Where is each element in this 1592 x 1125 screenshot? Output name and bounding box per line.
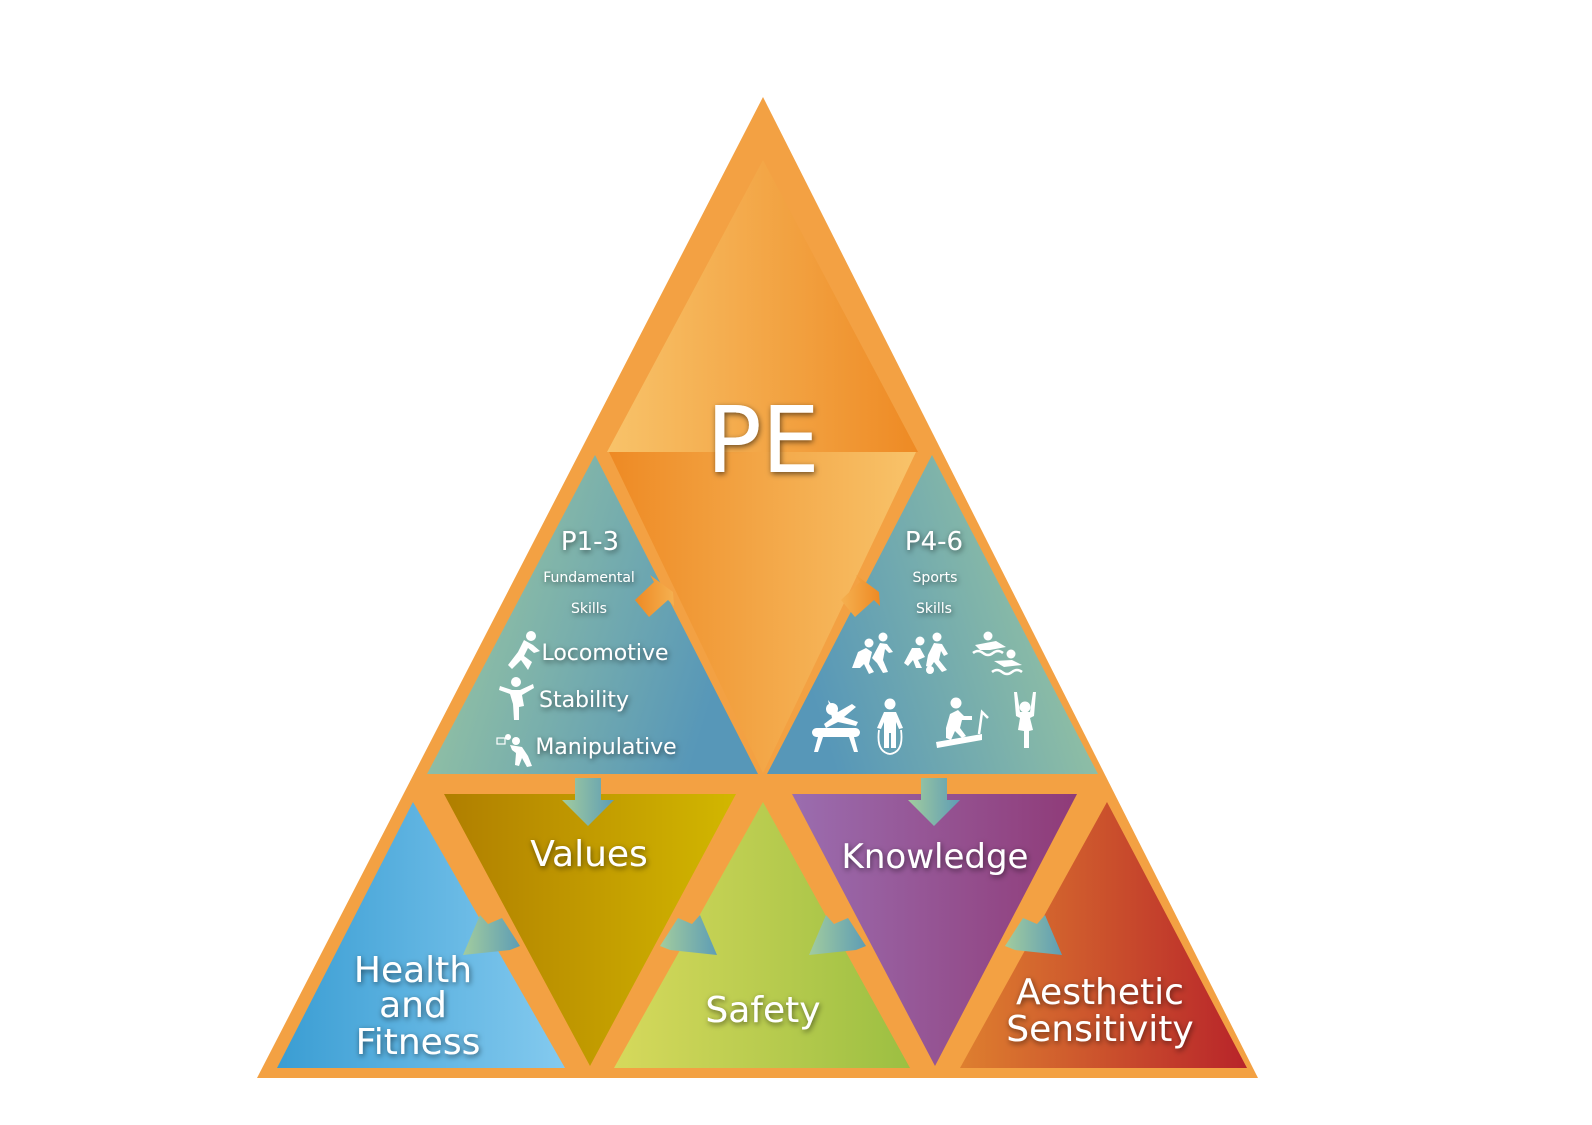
p1-3-subtitle-line1: Fundamental — [543, 570, 635, 586]
values-label: Values — [530, 834, 648, 875]
health-label-line3: Fitness — [356, 1022, 481, 1063]
football-players-icon — [904, 632, 948, 674]
safety-label: Safety — [705, 990, 820, 1031]
values-triangle — [444, 794, 736, 1066]
health-fitness-triangle — [277, 802, 565, 1068]
arrow-p4-6-to-knowledge — [908, 778, 960, 826]
locomotive-label: Locomotive — [541, 641, 668, 666]
skill-locomotive: Locomotive — [508, 631, 669, 670]
rope-skipping-icon — [877, 698, 903, 755]
p4-6-heading: P4-6 — [905, 527, 963, 557]
stability-label: Stability — [539, 688, 629, 713]
knowledge-triangle — [792, 794, 1077, 1066]
skill-manipulative: Manipulative — [496, 734, 677, 767]
balancing-person-icon — [499, 677, 534, 720]
arrow-values-to-safety — [660, 915, 717, 955]
manipulative-label: Manipulative — [535, 735, 676, 760]
p4-6-subtitle-line2: Skills — [916, 601, 952, 617]
cheering-person-icon — [1014, 692, 1036, 748]
health-label-line2: and — [379, 985, 447, 1026]
swimming-icon — [972, 631, 1023, 676]
arrow-knowledge-to-safety — [809, 915, 866, 955]
pe-top-triangle — [607, 160, 918, 452]
p1-3-heading: P1-3 — [561, 527, 619, 557]
p4-6-subtitle-line1: Sports — [913, 570, 958, 586]
skill-stability: Stability — [499, 677, 629, 720]
arrow-pe-to-p4-6 — [841, 575, 880, 617]
health-label-line1: Health — [354, 950, 472, 991]
arrow-knowledge-to-aesthetic — [1005, 915, 1062, 955]
safety-triangle — [614, 802, 910, 1068]
pe-title: PE — [706, 387, 820, 494]
treadmill-icon — [936, 697, 989, 748]
gymnastics-pommel-horse-icon — [812, 700, 860, 752]
p1-3-triangle — [427, 455, 758, 774]
basketball-player-icon — [496, 734, 532, 767]
arrow-values-to-health — [463, 915, 520, 955]
relay-running-icon — [852, 632, 893, 674]
p1-3-subtitle-line2: Skills — [571, 601, 607, 617]
running-person-icon — [508, 631, 540, 670]
knowledge-label: Knowledge — [842, 837, 1029, 877]
aesthetic-label-line1: Aesthetic — [1016, 972, 1184, 1013]
arrow-pe-to-p1-3 — [635, 575, 674, 617]
aesthetic-sensitivity-triangle — [960, 802, 1247, 1068]
pe-center-inverted-triangle — [609, 452, 916, 773]
arrow-p1-3-to-values — [562, 778, 614, 826]
aesthetic-label-line2: Sensitivity — [1006, 1009, 1193, 1050]
